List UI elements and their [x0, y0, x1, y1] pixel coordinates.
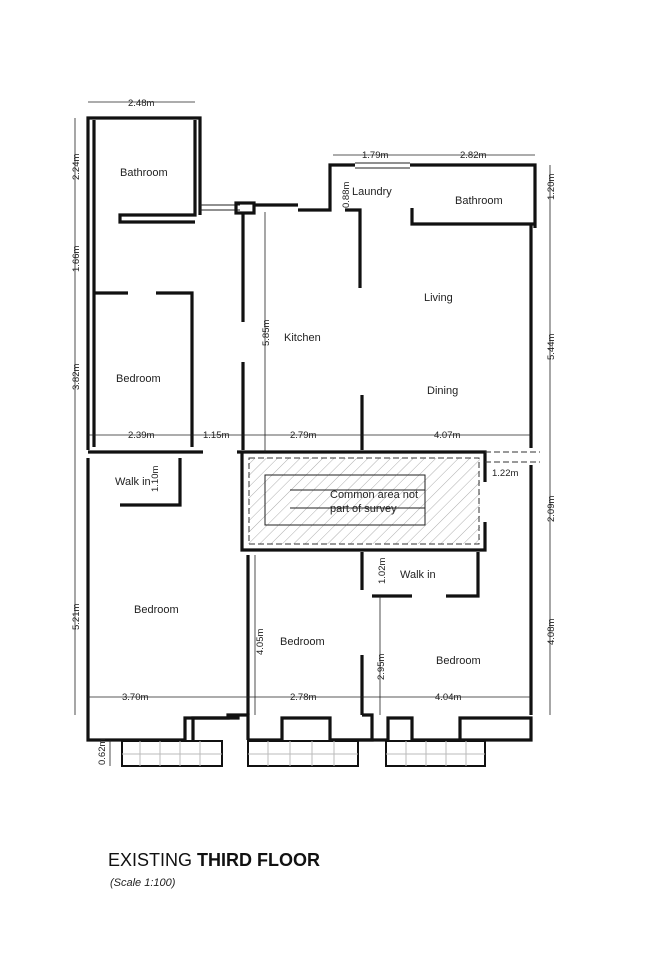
room-labels: Bathroom Laundry Bathroom Living Kitchen…: [115, 167, 503, 667]
dim-label: 2.39m: [128, 430, 154, 441]
dim-label: 5.44m: [546, 334, 557, 360]
room-label: Walk in: [400, 569, 436, 581]
common-area-hatch: [248, 458, 480, 544]
dim-label: 5.85m: [261, 320, 272, 346]
dim-label: 1.22m: [492, 468, 518, 479]
dim-label: 1.15m: [203, 430, 229, 441]
room-label: Bedroom: [116, 373, 161, 385]
dimension-lines: [74, 101, 551, 766]
room-label: Bedroom: [134, 604, 179, 616]
drawing-title: EXISTING THIRD FLOOR: [108, 850, 320, 871]
dim-label: 2.09m: [546, 496, 557, 522]
title-bold: THIRD FLOOR: [197, 850, 321, 870]
dim-label: 4.07m: [434, 430, 460, 441]
drawing-scale: (Scale 1:100): [110, 877, 176, 889]
dim-label: 1.79m: [362, 150, 388, 161]
dim-label: 1.10m: [150, 466, 161, 492]
dim-label: 2.24m: [71, 154, 82, 180]
room-label: Bedroom: [280, 636, 325, 648]
stairs: [264, 474, 426, 526]
dim-label: 2.79m: [290, 430, 316, 441]
room-label: Bathroom: [455, 195, 503, 207]
dim-label: 0.62m: [97, 739, 108, 765]
dim-label: 5.21m: [71, 604, 82, 630]
room-label: Common area not: [330, 489, 418, 501]
room-label: Laundry: [352, 186, 392, 198]
balconies: [121, 740, 486, 767]
dim-label: 0.88m: [341, 182, 352, 208]
room-label: part of survey: [330, 503, 397, 515]
room-label: Bathroom: [120, 167, 168, 179]
dim-label: 1.20m: [546, 174, 557, 200]
dim-label: 2.82m: [460, 150, 486, 161]
dimension-labels: 2.48m 1.79m 2.82m 2.39m 1.15m 2.79m 4.07…: [71, 98, 557, 765]
room-label: Living: [424, 292, 453, 304]
dim-label: 3.70m: [122, 692, 148, 703]
dim-label: 1.66m: [71, 246, 82, 272]
room-label: Walk in: [115, 476, 151, 488]
dim-label: 4.08m: [546, 619, 557, 645]
dim-label: 4.05m: [255, 629, 266, 655]
room-label: Kitchen: [284, 332, 321, 344]
dim-label: 3.82m: [71, 364, 82, 390]
room-label: Dining: [427, 385, 458, 397]
dim-label: 2.95m: [376, 654, 387, 680]
dim-label: 2.48m: [128, 98, 154, 109]
room-label: Bedroom: [436, 655, 481, 667]
title-prefix: EXISTING: [108, 850, 193, 870]
dim-label: 2.78m: [290, 692, 316, 703]
dim-label: 1.02m: [377, 558, 388, 584]
dim-label: 4.04m: [435, 692, 461, 703]
